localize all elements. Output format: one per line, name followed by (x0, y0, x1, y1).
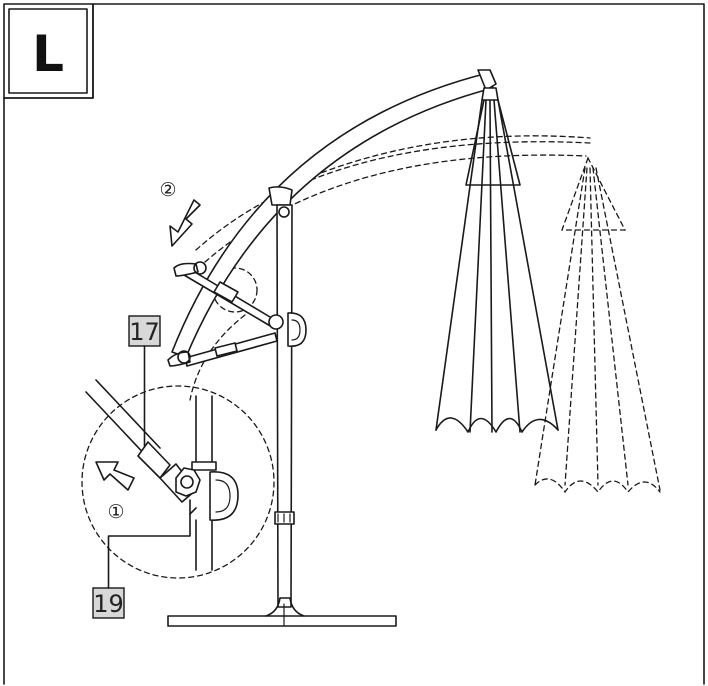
part-number-17: 17 (129, 318, 160, 346)
arm-knobs (167, 261, 207, 367)
step-marker-2: ② (159, 179, 176, 201)
arrow-up-left-icon (95, 461, 135, 491)
step-marker-1: ① (107, 501, 124, 523)
umbrella-base (167, 597, 397, 627)
part-number-19: 19 (93, 590, 124, 618)
support-pole (268, 204, 307, 608)
direction-arrows (95, 199, 201, 491)
step-badge-letter: L (32, 25, 64, 83)
diagram-frame (3, 3, 705, 685)
brace-rods (183, 267, 278, 367)
arrow-down-left-icon (169, 199, 201, 247)
part-label-19: 19 (92, 499, 191, 619)
part-label-17: 17 (128, 315, 161, 447)
curved-arm (171, 69, 497, 358)
umbrella-canopy (435, 87, 559, 433)
detail-callout (81, 379, 275, 579)
